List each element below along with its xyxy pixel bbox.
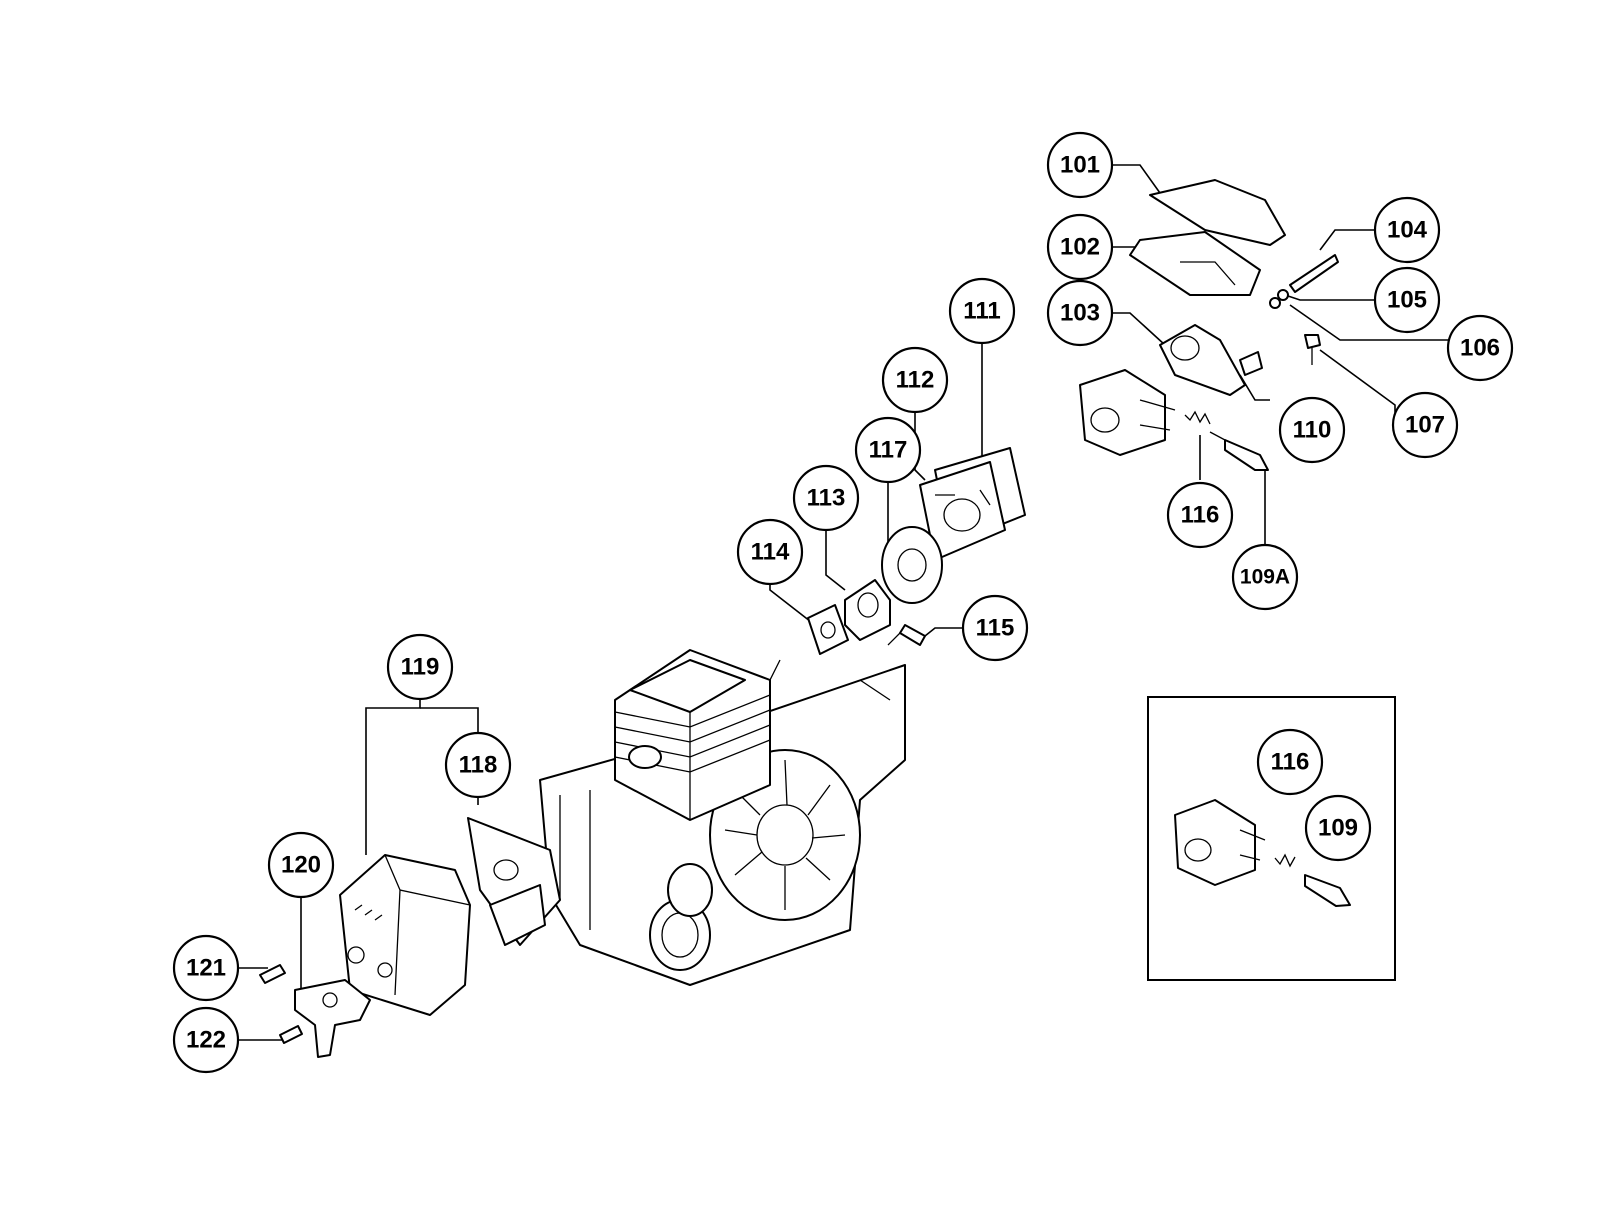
part-116-spring (1184, 410, 1211, 425)
callout-109a: 109A (1231, 543, 1299, 611)
callout-116: 116 (1166, 481, 1234, 549)
svg-text:114: 114 (751, 539, 790, 566)
callout-120: 120 (267, 831, 335, 899)
part-120-bracket (294, 979, 371, 1058)
part-103-filter-base (1159, 324, 1246, 396)
callout-122: 122 (172, 1006, 240, 1074)
callout-107: 107 (1391, 391, 1459, 459)
svg-text:110: 110 (1293, 417, 1332, 444)
callout-103: 103 (1046, 279, 1114, 347)
svg-text:104: 104 (1387, 217, 1428, 244)
callout-116-inset: 116 (1256, 728, 1324, 796)
callout-113: 113 (792, 464, 860, 532)
part-107-screw (1304, 334, 1321, 365)
svg-text:120: 120 (281, 852, 321, 879)
part-109a-adjust-screw (1209, 431, 1269, 471)
svg-text:109: 109 (1318, 815, 1358, 842)
callout-112: 112 (881, 346, 949, 414)
engine-cylinder (614, 649, 771, 821)
svg-text:107: 107 (1405, 412, 1445, 439)
callout-115: 115 (961, 594, 1029, 662)
callout-104: 104 (1373, 196, 1441, 264)
part-118-gasket (467, 817, 561, 946)
part-114-gasket (807, 604, 849, 655)
part-104-bolt (1289, 254, 1339, 293)
callout-111: 111 (948, 277, 1016, 345)
part-113-intake-manifold (844, 579, 891, 641)
callout-110: 110 (1278, 396, 1346, 464)
svg-text:106: 106 (1460, 335, 1500, 362)
part-102-filter (1129, 231, 1261, 296)
callout-102: 102 (1046, 213, 1114, 281)
callout-101: 101 (1046, 131, 1114, 199)
svg-text:102: 102 (1060, 234, 1100, 261)
svg-text:112: 112 (896, 367, 935, 394)
part-117-flange (881, 526, 943, 604)
part-110-clip (1239, 351, 1263, 376)
svg-text:113: 113 (807, 485, 846, 512)
part-106-washer (1269, 297, 1281, 309)
part-105-washer (1277, 289, 1289, 301)
engine-crankcase (539, 659, 906, 986)
callout-109: 109 (1304, 794, 1372, 862)
carburetor (1079, 369, 1176, 456)
part-115-screw (887, 624, 926, 646)
svg-text:116: 116 (1181, 502, 1220, 529)
svg-text:111: 111 (963, 298, 1000, 325)
svg-text:101: 101 (1060, 152, 1100, 179)
svg-text:103: 103 (1060, 300, 1100, 327)
callout-105: 105 (1373, 266, 1441, 334)
svg-text:117: 117 (869, 437, 908, 464)
svg-text:119: 119 (401, 654, 440, 681)
svg-text:105: 105 (1387, 287, 1427, 314)
callout-119: 119 (386, 633, 454, 701)
part-101-filter-cover (1149, 179, 1286, 246)
callout-117: 117 (854, 416, 922, 484)
callout-118: 118 (444, 731, 512, 799)
svg-text:116: 116 (1271, 749, 1310, 776)
callout-106: 106 (1446, 314, 1514, 382)
svg-text:115: 115 (976, 615, 1015, 642)
part-122-screw (279, 1025, 303, 1044)
callout-121: 121 (172, 934, 240, 1002)
svg-text:118: 118 (459, 752, 498, 779)
callout-114: 114 (736, 518, 804, 586)
svg-text:109A: 109A (1240, 566, 1290, 589)
svg-text:122: 122 (186, 1027, 226, 1054)
part-121-screw (259, 964, 286, 984)
svg-text:121: 121 (186, 955, 226, 982)
